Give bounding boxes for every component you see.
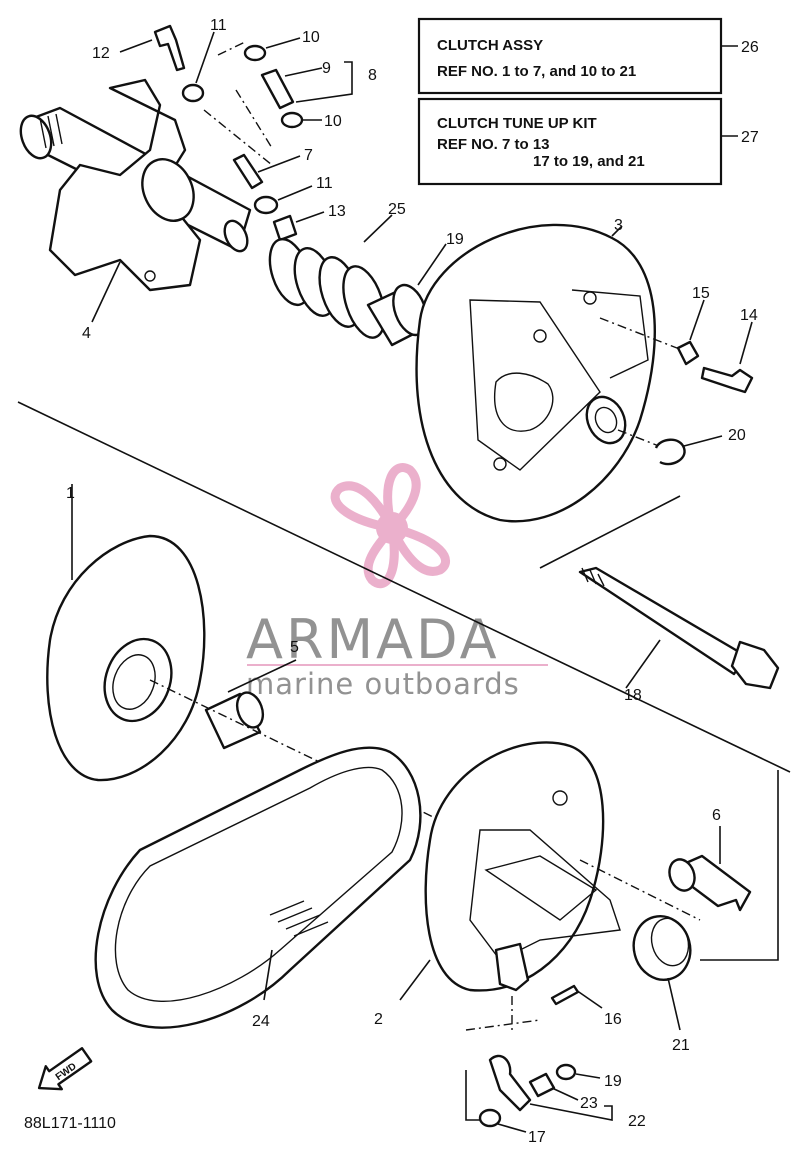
snap-ring-20: 20 (654, 427, 746, 466)
propeller-hub-icon (376, 512, 408, 544)
collar-6: 6 (668, 807, 752, 912)
callout-9: 9 (322, 60, 331, 77)
forward-arrow-icon: FWD (37, 1047, 93, 1091)
callout-19-bottom: 17 (528, 1129, 546, 1146)
callout-3: 3 (614, 217, 623, 234)
watermark-tagline: marine outboards (246, 667, 520, 701)
pin-18: 16 (550, 984, 622, 1028)
callout-16: 18 (624, 687, 642, 704)
fixed-sheave-part-1: 1 (46, 484, 206, 782)
clutch-assy-refs: REF NO. 1 to 7, and 10 to 21 (437, 63, 636, 80)
movable-sheave-part-2: 2 (374, 741, 621, 1028)
washer-10-bottom: 10 (280, 111, 342, 130)
callout-15: 15 (692, 285, 710, 302)
bracket-16 (539, 495, 681, 569)
washer-15: 15 (676, 285, 710, 366)
callout-19-top: 19 (604, 1073, 622, 1090)
callout-18: 16 (604, 1011, 622, 1028)
bolt-14: 14 (700, 307, 758, 394)
callout-4: 4 (82, 325, 91, 342)
bolt-16: 18 (578, 566, 780, 704)
clutch-assy-box: CLUTCH ASSY REF NO. 1 to 7, and 10 to 21… (417, 17, 759, 95)
section-divider (17, 401, 791, 773)
callout-21: 21 (672, 1037, 690, 1054)
callout-1: 1 (66, 485, 75, 502)
assembly-lines-weights (465, 996, 541, 1031)
callout-14: 14 (740, 307, 758, 324)
roller-pin-7: 7 (232, 147, 313, 190)
bolt-12: 12 (92, 24, 186, 72)
assembly-line-6 (579, 859, 701, 921)
callout-17: 19 (446, 231, 464, 248)
armada-watermark: ARMADA marine outboards (246, 463, 548, 701)
callout-12: 12 (92, 45, 110, 62)
weight-22 (488, 1054, 532, 1112)
callout-27: 27 (741, 129, 759, 146)
drive-belt-25: 24 (94, 746, 422, 1030)
clutch-tune-up-kit-box: CLUTCH TUNE UP KIT REF NO. 7 to 13 17 to… (417, 97, 759, 186)
spring-24: 25 (268, 201, 406, 339)
callout-24: 25 (388, 201, 406, 218)
tune-up-kit-refs-1: REF NO. 7 to 13 (437, 136, 550, 153)
callout-6: 6 (712, 807, 721, 824)
callout-10-top: 10 (302, 29, 320, 46)
callout-2: 2 (374, 1011, 383, 1028)
washer-11-mid: 11 (253, 175, 333, 215)
bushing-13: 13 (272, 203, 346, 242)
diagram-code: 88L171-1110 (24, 1115, 116, 1132)
assembly-lines-top (203, 41, 273, 166)
callout-20: 20 (728, 427, 746, 444)
roller-23: 23 22 (528, 1072, 646, 1130)
pin-9: 9 8 (260, 60, 377, 110)
callout-8: 8 (368, 67, 377, 84)
callout-11-mid: 11 (316, 175, 333, 192)
washer-19-bottom: 17 (478, 1108, 546, 1146)
callout-5: 5 (290, 639, 299, 656)
washer-11-top: 11 (181, 17, 227, 103)
washer-10-top: 10 (243, 29, 320, 62)
tune-up-kit-title: CLUTCH TUNE UP KIT (437, 115, 597, 132)
callout-23: 23 (580, 1095, 598, 1112)
propeller-logo (330, 463, 450, 589)
callout-26: 26 (741, 39, 759, 56)
callout-22: 22 (628, 1113, 646, 1130)
callout-11-top: 11 (210, 17, 227, 34)
callout-7: 7 (304, 147, 313, 164)
bracket-21 (700, 770, 779, 961)
spider-shaft-part-4: 4 (19, 78, 252, 342)
seal-21: 21 (632, 915, 692, 1054)
clutch-cover-part-3: 3 (415, 217, 656, 523)
tune-up-kit-refs-2: 17 to 19, and 21 (533, 153, 645, 170)
washer-19-top: 19 (555, 1063, 622, 1090)
callout-13: 13 (328, 203, 346, 220)
watermark-brand: ARMADA (246, 608, 500, 671)
callout-25: 24 (252, 1013, 270, 1030)
clutch-assy-title: CLUTCH ASSY (437, 37, 543, 54)
callout-10-bottom: 10 (324, 113, 342, 130)
bushing-5: 5 (204, 639, 299, 750)
